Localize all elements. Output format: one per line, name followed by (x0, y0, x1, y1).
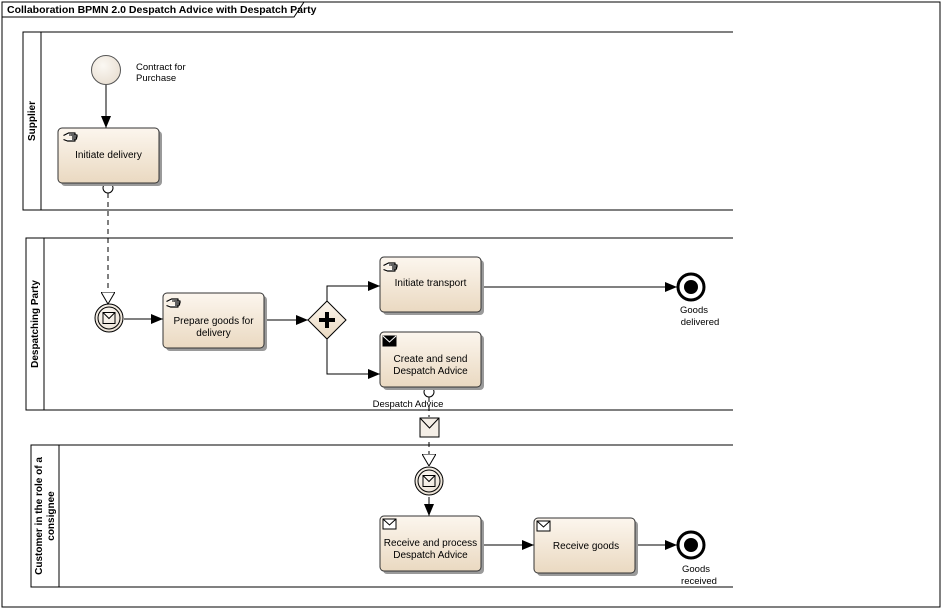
event-label-line-1: Contract for (136, 62, 186, 73)
pool-supplier: Supplier (22, 31, 733, 211)
task-label-line-1: Prepare goods for (173, 316, 254, 327)
task-label: Initiate delivery (75, 150, 142, 161)
despatch-advice-label: Despatch Advice (373, 399, 444, 410)
task-receive-process-despatch-advice[interactable]: Receive and process Despatch Advice (379, 515, 484, 574)
message-catch-event-despatch (94, 303, 124, 333)
task-initiate-transport[interactable]: Initiate transport (379, 256, 484, 315)
plus-icon (319, 312, 335, 328)
task-initiate-delivery[interactable]: Initiate delivery (57, 127, 162, 186)
event-label-line-1: Goods (682, 564, 710, 575)
end-event-goods-delivered: Goods delivered (676, 272, 720, 328)
message-catch-event-customer (414, 466, 444, 496)
sequence-flows (101, 85, 677, 550)
envelope-icon (382, 518, 397, 530)
frame-title: Collaboration BPMN 2.0 Despatch Advice w… (7, 4, 317, 16)
event-label-line-2: delivered (681, 317, 720, 328)
envelope-icon (419, 417, 440, 438)
envelope-icon (536, 520, 551, 532)
event-label-line-1: Goods (680, 305, 708, 316)
task-label-line-1: Receive and process (384, 538, 477, 549)
event-label-line-2: received (681, 576, 717, 587)
task-label-line-2: delivery (196, 328, 230, 339)
despatch-advice-message: Despatch Advice (373, 399, 444, 438)
flow-gateway-to-create-send (326, 338, 380, 379)
task-label-line-1: Create and send (394, 354, 468, 365)
start-event-contract: Contract for Purchase (91, 55, 186, 85)
envelope-icon (102, 312, 116, 324)
task-label: Initiate transport (395, 278, 467, 289)
filled-envelope-icon (382, 335, 397, 347)
lane-label-customer-line-2: consignee (46, 491, 57, 541)
task-label-line-2: Despatch Advice (393, 550, 468, 561)
lane-label-supplier: Supplier (27, 101, 38, 141)
flow-gateway-to-initiate-transport (326, 281, 380, 302)
task-prepare-goods[interactable]: Prepare goods for delivery (162, 292, 267, 351)
task-create-send-despatch-advice[interactable]: Create and send Despatch Advice (379, 331, 484, 390)
task-label: Receive goods (553, 541, 619, 552)
lane-label-despatching-party: Despatching Party (30, 280, 41, 368)
event-label-line-2: Purchase (136, 73, 176, 84)
task-label-line-2: Despatch Advice (393, 366, 468, 377)
parallel-gateway (307, 300, 347, 340)
envelope-icon (422, 475, 436, 487)
pool-customer: Customer in the role of a consignee (30, 444, 733, 588)
lane-label-customer-line-1: Customer in the role of a (34, 457, 45, 575)
end-event-goods-received: Goods received (676, 530, 717, 587)
pool-despatching-party: Despatching Party (25, 237, 733, 411)
task-receive-goods[interactable]: Receive goods (533, 517, 638, 576)
